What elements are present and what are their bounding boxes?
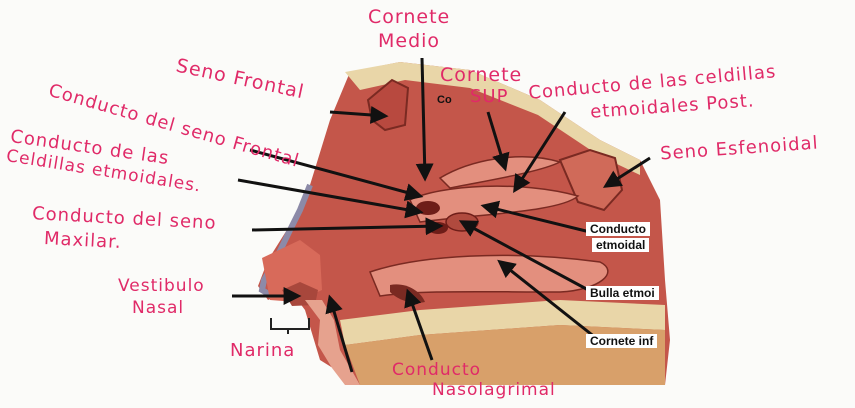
label-cornete-inf: Cornete inf bbox=[586, 334, 657, 348]
label-vestibulo-1: Vestibulo bbox=[118, 276, 205, 296]
label-vestibulo-2: Nasal bbox=[132, 298, 184, 318]
label-narina: Narina bbox=[230, 340, 295, 361]
narina-bracket bbox=[270, 318, 310, 330]
label-nasolagrimal-1: Conducto bbox=[392, 360, 481, 380]
label-nasolagrimal-2: Nasolagrimal bbox=[432, 380, 556, 400]
label-bulla: Bulla etmoi bbox=[586, 286, 659, 300]
label-cornete-sup-2: SUP bbox=[470, 86, 508, 107]
label-cornete-medio-2: Medio bbox=[378, 30, 440, 52]
label-conducto-etmoidal-2: etmoidal bbox=[592, 238, 649, 252]
label-cornete-sup-1: Cornete bbox=[440, 64, 522, 86]
label-cornete-medio-1: Cornete bbox=[368, 6, 450, 28]
narina-bracket-stem bbox=[287, 328, 289, 334]
maxillary-opening bbox=[428, 222, 448, 234]
label-conducto-etmoidal-1: Conducto bbox=[586, 222, 650, 236]
label-conducto-seno-maxilar-2: Maxilar. bbox=[44, 228, 123, 253]
label-co-fragment: Co bbox=[437, 94, 452, 106]
